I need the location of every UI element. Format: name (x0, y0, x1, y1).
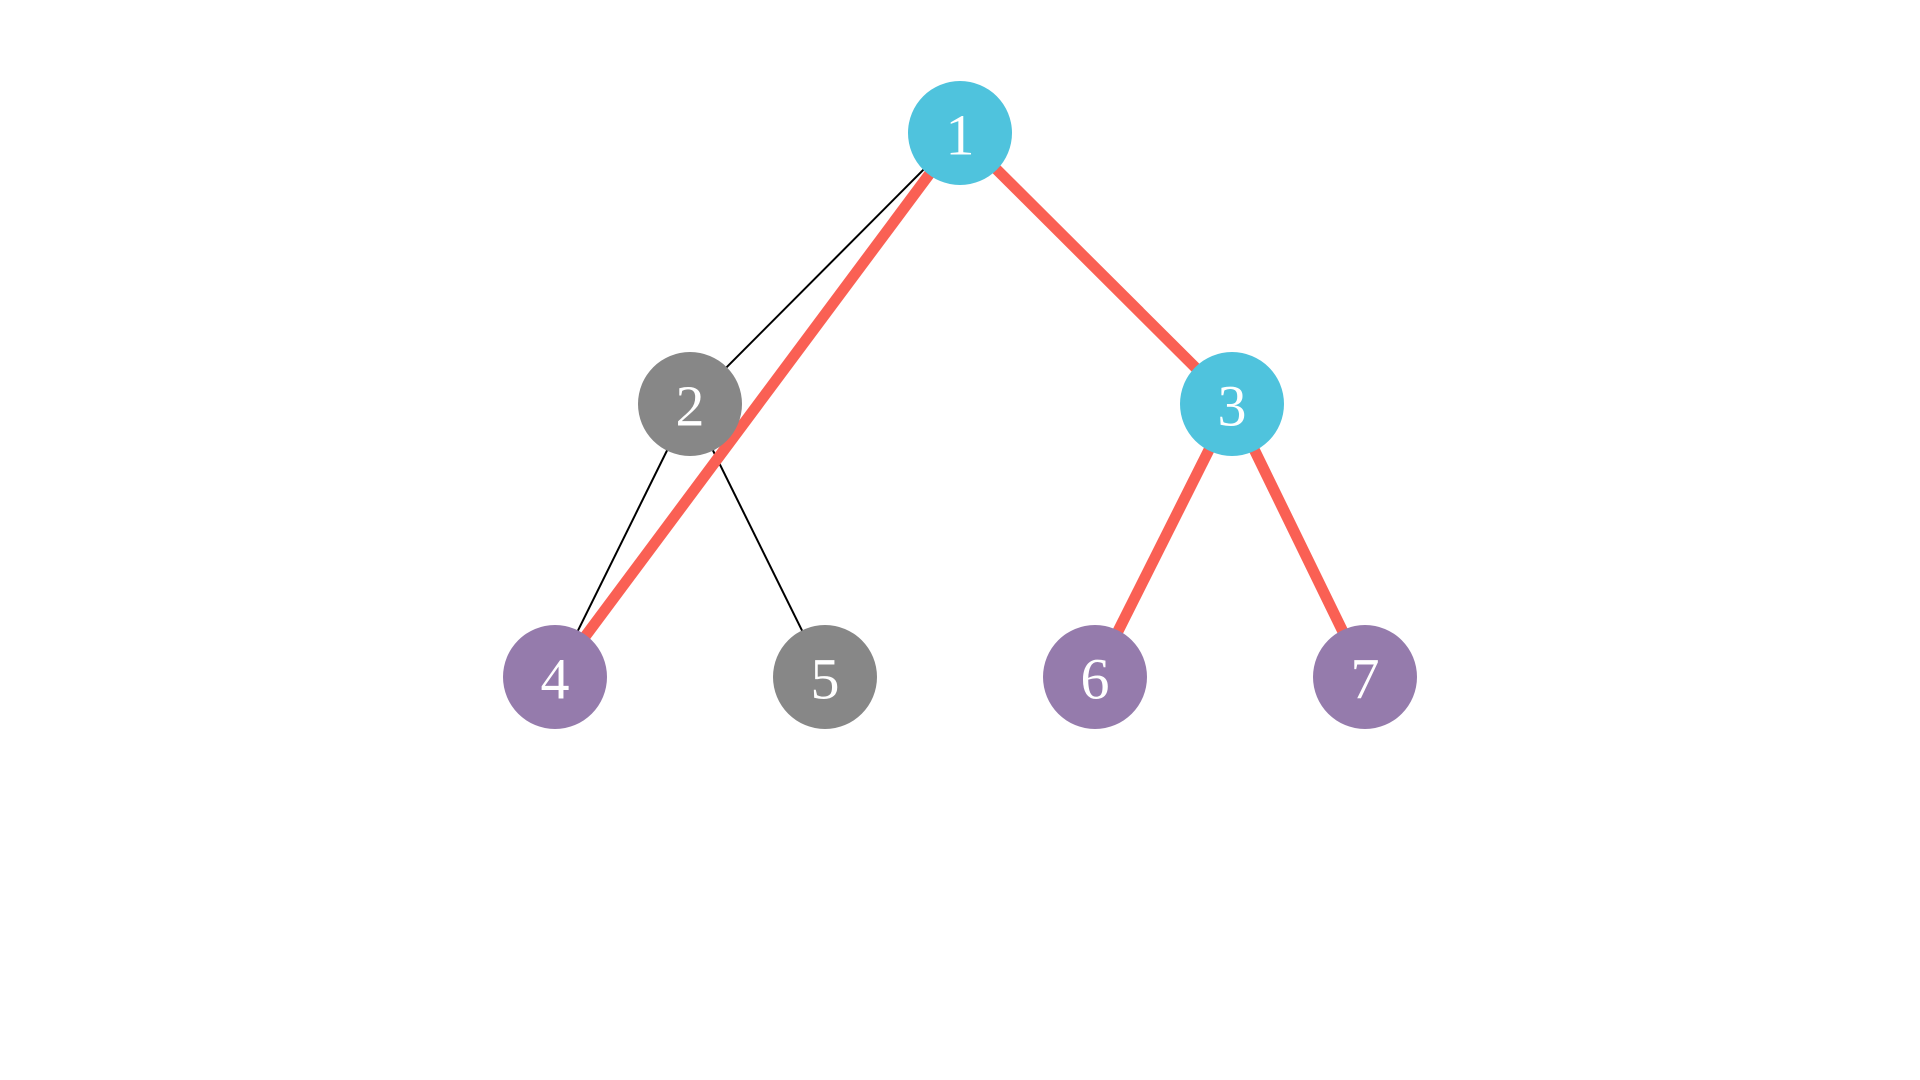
node-label: 3 (1218, 374, 1247, 439)
node-circle[interactable] (503, 625, 607, 729)
node-circle[interactable] (1180, 352, 1284, 456)
tree-node[interactable]: 1 (908, 81, 1012, 185)
tree-node[interactable]: 3 (1180, 352, 1284, 456)
node-layer: 1 2 3 4 5 6 7 (503, 81, 1417, 729)
node-label: 2 (676, 374, 705, 439)
node-circle[interactable] (1043, 625, 1147, 729)
node-label: 1 (946, 103, 975, 168)
node-label: 5 (811, 647, 840, 712)
node-label: 4 (541, 647, 570, 712)
tree-edge (550, 129, 965, 681)
node-label: 7 (1351, 647, 1380, 712)
node-circle[interactable] (1313, 625, 1417, 729)
tree-node[interactable]: 5 (773, 625, 877, 729)
tree-edge (956, 129, 1236, 408)
node-label: 6 (1081, 647, 1110, 712)
tree-edge (689, 132, 961, 405)
tree-node[interactable]: 2 (638, 352, 742, 456)
node-circle[interactable] (638, 352, 742, 456)
tree-node[interactable]: 6 (1043, 625, 1147, 729)
tree-node[interactable]: 4 (503, 625, 607, 729)
tree-node[interactable]: 7 (1313, 625, 1417, 729)
node-circle[interactable] (773, 625, 877, 729)
node-circle[interactable] (908, 81, 1012, 185)
